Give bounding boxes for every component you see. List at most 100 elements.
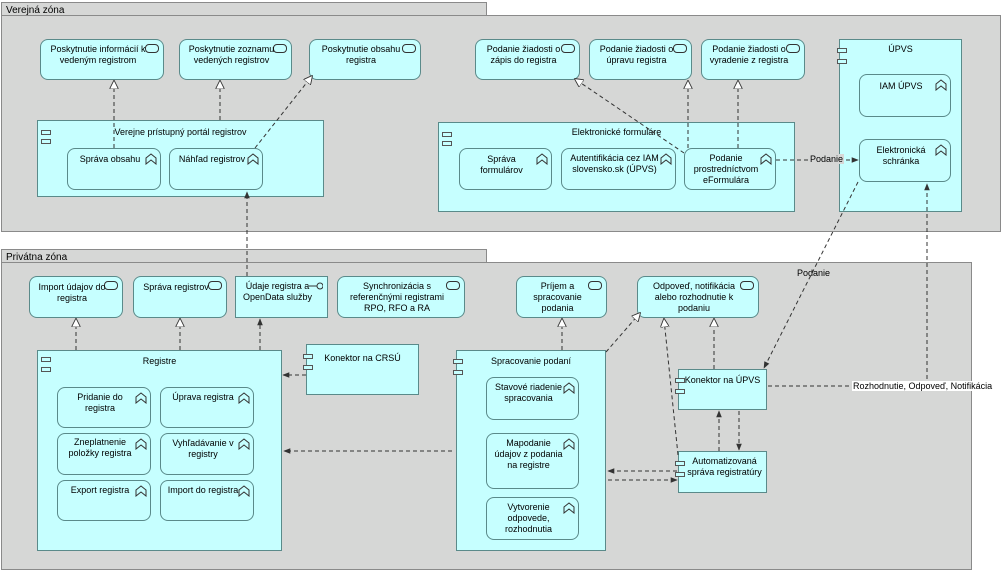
service-label: Príjem a spracovanie podania xyxy=(533,281,582,313)
function-icon xyxy=(247,153,259,165)
private-zone-tab: Privátna zóna xyxy=(1,249,487,263)
edge-spracovanie-to-odpoved xyxy=(605,313,640,353)
function-label: Správa obsahu xyxy=(79,154,141,164)
service-synchronizacia[interactable]: Synchronizácia s referenčnými registrami… xyxy=(337,276,465,318)
function-label: Stavové riadenie spracovania xyxy=(494,382,563,403)
service-icon xyxy=(786,44,800,53)
service-icon xyxy=(740,281,754,290)
service-poskytnutie-informacii[interactable]: Poskytnutie informácií k vedeným registr… xyxy=(40,39,164,80)
service-icon xyxy=(446,281,460,290)
interface-icon xyxy=(309,282,323,290)
function-label: IAM ÚPVS xyxy=(879,81,923,91)
function-label: Zneplatnenie položky registra xyxy=(68,437,132,458)
component-label: Spracovanie podaní xyxy=(490,356,572,366)
service-label: Podanie žiadosti o zápis do registra xyxy=(486,44,561,65)
function-icon xyxy=(145,153,157,165)
component-konektor-crsu[interactable]: Konektor na CRSÚ xyxy=(303,344,419,395)
component-label: ÚPVS xyxy=(888,44,913,54)
component-upvs[interactable]: ÚPVS xyxy=(837,39,962,212)
function-nahlad-registrov[interactable]: Náhľad registrov xyxy=(169,148,263,190)
public-zone-tab: Verejná zóna xyxy=(1,2,487,16)
service-label: Poskytnutie informácií k vedeným registr… xyxy=(50,44,146,65)
function-label: Náhľad registrov xyxy=(178,154,246,164)
function-icon xyxy=(563,502,575,514)
component-icon xyxy=(453,359,463,375)
service-label: Odpoveď, notifikácia alebo rozhodnutie k… xyxy=(652,281,736,313)
service-poskytnutie-obsahu[interactable]: Poskytnutie obsahu registra xyxy=(309,39,421,80)
function-icon xyxy=(238,485,250,497)
service-label: Správa registrov xyxy=(143,282,209,292)
service-icon xyxy=(402,44,416,53)
service-icon xyxy=(561,44,575,53)
component-label: Konektor na ÚPVS xyxy=(684,375,761,385)
component-icon xyxy=(675,378,685,394)
function-icon xyxy=(238,392,250,404)
service-icon xyxy=(208,281,222,290)
interface-opendata[interactable]: Údaje registra a OpenData služby xyxy=(235,276,328,318)
component-icon xyxy=(303,354,313,370)
function-label: Mapodanie údajov z podania na registre xyxy=(494,438,563,470)
function-icon xyxy=(135,438,147,450)
service-icon xyxy=(673,44,687,53)
component-icon xyxy=(41,357,51,373)
service-label: Poskytnutie zoznamu vedených registrov xyxy=(188,44,275,65)
service-icon xyxy=(145,44,159,53)
component-icon xyxy=(675,461,685,477)
function-import-do-registra[interactable]: Import do registra xyxy=(160,480,254,521)
service-icon xyxy=(273,44,287,53)
edge-label-rozhodnutie: Rozhodnutie, Odpoveď, Notifikácia xyxy=(852,381,994,391)
service-label: Podanie žiadosti o vyradenie z registra xyxy=(709,44,789,65)
function-iam-upvs[interactable]: IAM ÚPVS xyxy=(859,74,951,117)
function-sprava-obsahu[interactable]: Správa obsahu xyxy=(67,148,161,190)
edge-registratura-to-odpoved xyxy=(664,319,679,456)
function-vytvorenie-odpovede[interactable]: Vytvorenie odpovede, rozhodnutia xyxy=(486,497,579,540)
service-label: Poskytnutie obsahu registra xyxy=(321,44,401,65)
component-label: Elektronické formuláre xyxy=(571,127,662,137)
function-label: Elektronická schránka xyxy=(876,145,926,166)
service-import-udajov[interactable]: Import údajov do registra xyxy=(29,276,123,318)
component-label: Registre xyxy=(142,356,177,366)
service-label: Import údajov do registra xyxy=(38,282,106,303)
component-label: Verejne prístupný portál registrov xyxy=(114,127,247,137)
function-icon xyxy=(563,382,575,394)
function-zneplatnenie[interactable]: Zneplatnenie položky registra xyxy=(57,433,151,475)
component-konektor-upvs[interactable]: Konektor na ÚPVS xyxy=(675,369,767,410)
service-poskytnutie-zoznamu[interactable]: Poskytnutie zoznamu vedených registrov xyxy=(179,39,292,80)
private-zone-label: Privátna zóna xyxy=(6,252,68,263)
function-icon xyxy=(536,153,548,165)
service-sprava-registrov[interactable]: Správa registrov xyxy=(133,276,227,318)
service-icon xyxy=(588,281,602,290)
function-mapovanie[interactable]: Mapodanie údajov z podania na registre xyxy=(486,433,579,489)
function-label: Správa formulárov xyxy=(480,154,523,175)
function-uprava-registra[interactable]: Úprava registra xyxy=(160,387,254,428)
service-podanie-uprava[interactable]: Podanie žiadosti o úpravu registra xyxy=(589,39,692,80)
function-icon xyxy=(135,392,147,404)
service-podanie-zapis[interactable]: Podanie žiadosti o zápis do registra xyxy=(475,39,580,80)
function-icon xyxy=(135,485,147,497)
component-label: Konektor na CRSÚ xyxy=(324,353,401,363)
function-pridanie[interactable]: Pridanie do registra xyxy=(57,387,151,428)
service-podanie-vyradenie[interactable]: Podanie žiadosti o vyradenie z registra xyxy=(701,39,805,80)
function-vyhladavanie[interactable]: Vyhľadávanie v registry xyxy=(160,433,254,475)
edge-label-podanie-lower: Podanie xyxy=(797,268,831,278)
service-label: Podanie žiadosti o úpravu registra xyxy=(599,44,674,65)
function-sprava-formularov[interactable]: Správa formulárov xyxy=(459,148,552,190)
component-icon xyxy=(837,48,847,64)
service-prijem[interactable]: Príjem a spracovanie podania xyxy=(516,276,607,318)
component-icon xyxy=(41,130,51,146)
component-registratura[interactable]: Automatizovaná správa registratúry xyxy=(675,451,767,493)
service-icon xyxy=(104,281,118,290)
edge-label-podanie-upper: Podanie xyxy=(809,154,845,164)
function-label: Úprava registra xyxy=(172,392,234,402)
service-odpoved[interactable]: Odpoveď, notifikácia alebo rozhodnutie k… xyxy=(637,276,759,318)
function-autentifikacia[interactable]: Autentifikácia cez IAM slovensko.sk (ÚPV… xyxy=(561,148,676,190)
function-export[interactable]: Export registra xyxy=(57,480,151,521)
function-stavove-riadenie[interactable]: Stavové riadenie spracovania xyxy=(486,377,579,420)
edge-eform-to-zapis xyxy=(575,79,685,154)
function-label: Podanie prostredníctvom eFormulára xyxy=(693,153,759,185)
function-elektronicka-schranka[interactable]: Elektronická schránka xyxy=(859,139,951,182)
component-label: Automatizovaná správa registratúry xyxy=(687,456,762,477)
function-podanie-eformular[interactable]: Podanie prostredníctvom eFormulára xyxy=(684,148,776,190)
public-zone-label: Verejná zóna xyxy=(6,5,65,16)
